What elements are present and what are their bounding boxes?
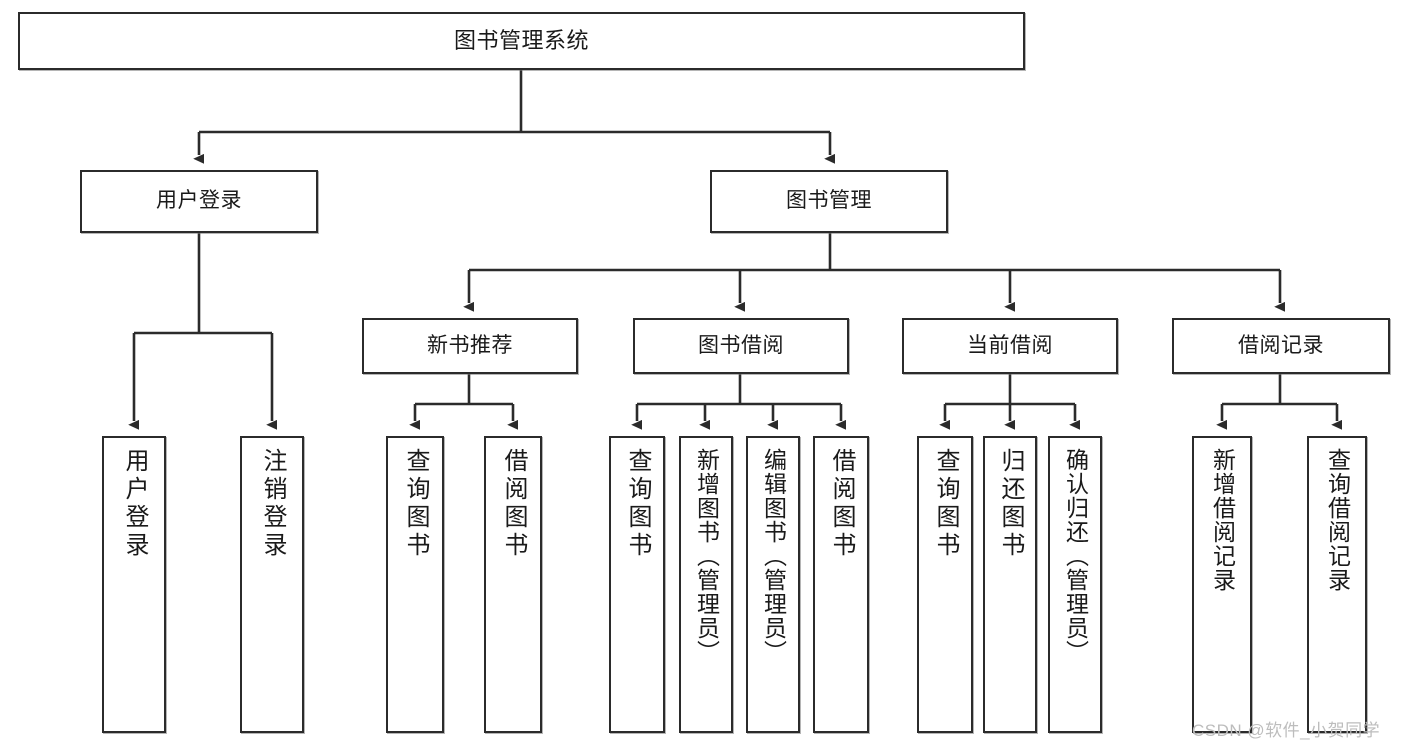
node-leaf-add-record-label: 新增借阅记录	[1209, 448, 1236, 592]
node-book-manage-label: 图书管理	[786, 189, 872, 213]
node-new-book-rec-label: 新书推荐	[427, 333, 513, 357]
node-borrow-record[interactable]: 借阅记录	[1172, 318, 1390, 374]
node-leaf-confirm-return-label: 确认归还（管理员）	[1062, 448, 1089, 664]
node-leaf-confirm-return[interactable]: 确认归还（管理员）	[1048, 436, 1102, 733]
node-leaf-borrow-book-1-label: 借阅图书	[500, 448, 527, 560]
node-leaf-query-book-1-label: 查询图书	[402, 448, 429, 560]
node-leaf-query-book-2[interactable]: 查询图书	[609, 436, 665, 733]
node-leaf-query-book-1[interactable]: 查询图书	[386, 436, 444, 733]
node-leaf-edit-book[interactable]: 编辑图书（管理员）	[746, 436, 800, 733]
node-borrow-record-label: 借阅记录	[1238, 333, 1324, 357]
node-new-book-rec[interactable]: 新书推荐	[362, 318, 578, 374]
node-leaf-edit-book-label: 编辑图书（管理员）	[760, 448, 787, 664]
node-leaf-user-logout-label: 注销登录	[259, 448, 286, 560]
node-root-label: 图书管理系统	[453, 28, 589, 54]
node-leaf-query-book-3[interactable]: 查询图书	[917, 436, 973, 733]
node-leaf-query-record[interactable]: 查询借阅记录	[1307, 436, 1367, 733]
node-leaf-borrow-book-2[interactable]: 借阅图书	[813, 436, 869, 733]
node-leaf-add-book-label: 新增图书（管理员）	[693, 448, 720, 664]
node-leaf-add-book[interactable]: 新增图书（管理员）	[679, 436, 733, 733]
node-leaf-user-login[interactable]: 用户登录	[102, 436, 166, 733]
node-leaf-query-record-label: 查询借阅记录	[1324, 448, 1351, 592]
node-root[interactable]: 图书管理系统	[18, 12, 1025, 70]
node-leaf-return-book[interactable]: 归还图书	[983, 436, 1037, 733]
node-book-manage[interactable]: 图书管理	[710, 170, 948, 233]
node-leaf-borrow-book-1[interactable]: 借阅图书	[484, 436, 542, 733]
node-current-borrow[interactable]: 当前借阅	[902, 318, 1118, 374]
node-leaf-user-logout[interactable]: 注销登录	[240, 436, 304, 733]
node-leaf-query-book-3-label: 查询图书	[932, 448, 959, 560]
node-user-login-label: 用户登录	[156, 189, 242, 213]
node-leaf-return-book-label: 归还图书	[997, 448, 1024, 560]
node-leaf-add-record[interactable]: 新增借阅记录	[1192, 436, 1252, 733]
csdn-watermark: CSDN @软件_小贺同学	[1192, 721, 1381, 740]
node-user-login[interactable]: 用户登录	[80, 170, 318, 233]
node-leaf-borrow-book-2-label: 借阅图书	[828, 448, 855, 560]
node-leaf-user-login-label: 用户登录	[121, 448, 148, 560]
node-book-borrow-label: 图书借阅	[698, 333, 784, 357]
node-leaf-query-book-2-label: 查询图书	[624, 448, 651, 560]
node-book-borrow[interactable]: 图书借阅	[633, 318, 849, 374]
node-current-borrow-label: 当前借阅	[967, 333, 1053, 357]
